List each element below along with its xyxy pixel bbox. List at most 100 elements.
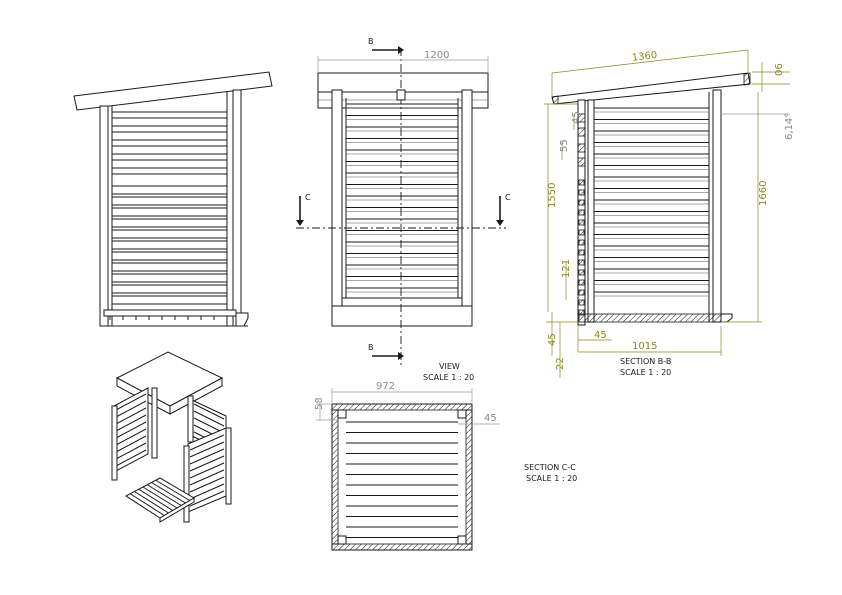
hatch-block — [578, 249, 585, 256]
dim-roof-length: 1360 — [551, 49, 749, 96]
panel-post — [187, 395, 194, 443]
hatch-block — [578, 199, 585, 206]
slat — [111, 273, 228, 283]
slat — [111, 240, 228, 250]
hatch-block — [578, 219, 585, 226]
bb-wall-hatch-marks — [577, 113, 586, 316]
panel-slat — [115, 442, 147, 460]
panel-slat — [115, 414, 147, 432]
svg-text:1200: 1200 — [424, 50, 449, 61]
view-scale: SCALE 1 : 20 — [423, 373, 474, 382]
svg-text:45: 45 — [484, 413, 497, 424]
panel-slat — [193, 403, 225, 420]
hatch-block — [578, 239, 585, 246]
side-view-elevation — [73, 71, 273, 327]
dim-foot-22: 22 — [555, 322, 566, 378]
slat — [111, 125, 228, 133]
dim-roof-thickness: 06 — [752, 62, 790, 92]
hatch-block — [577, 113, 586, 123]
iso-left-wall-panel — [111, 387, 158, 481]
section-bb-label: SECTION B-B — [620, 357, 671, 366]
hatch-block — [578, 289, 585, 296]
slat — [111, 295, 228, 305]
panel-post — [151, 387, 158, 459]
section-cc-scale: SCALE 1 : 20 — [526, 474, 577, 483]
section-bb-drawing — [551, 72, 751, 326]
hatch-block — [578, 179, 585, 186]
panel-slat — [193, 410, 225, 427]
panel-slat — [189, 434, 225, 451]
cut-marker-b-top: B — [368, 37, 404, 54]
panel-slat — [189, 483, 225, 500]
cut-marker-c-left: C — [296, 193, 311, 226]
svg-text:58: 58 — [314, 397, 325, 410]
svg-text:45: 45 — [547, 333, 558, 346]
section-bb-scale: SCALE 1 : 20 — [620, 368, 671, 377]
front-slats — [346, 103, 458, 293]
svg-text:45: 45 — [594, 330, 607, 341]
hatch-block — [577, 157, 586, 167]
section-cc-label: SECTION C-C — [524, 463, 576, 472]
dim-depth-1015: 1015 — [578, 326, 722, 356]
hatch-block — [578, 189, 585, 196]
svg-text:972: 972 — [376, 381, 395, 392]
hatch-block — [578, 279, 585, 286]
panel-post — [111, 405, 118, 481]
floor-board — [146, 484, 182, 506]
cut-marker-c-right: C — [496, 193, 511, 226]
hatch-block — [578, 229, 585, 236]
slat — [111, 262, 228, 272]
slat — [111, 229, 228, 239]
hatch-block — [578, 259, 585, 266]
panel-post — [225, 427, 232, 505]
panel-slat — [115, 393, 147, 411]
slat — [111, 167, 228, 175]
slat — [111, 284, 228, 294]
panel-slat — [115, 407, 147, 425]
side-lower-slats — [111, 185, 228, 305]
side-floor-ticks — [109, 316, 228, 320]
hatch-block — [578, 209, 585, 216]
svg-text:1550: 1550 — [547, 183, 558, 208]
dim-height-total: 1660 — [721, 92, 769, 323]
floor-board — [129, 493, 165, 516]
iso-floor-panel — [125, 477, 195, 523]
panel-slat — [189, 476, 225, 493]
panel-post — [183, 445, 190, 523]
panel-slat — [115, 435, 147, 453]
hatch-block — [578, 269, 585, 276]
slat — [111, 139, 228, 147]
svg-text:C: C — [305, 193, 311, 202]
panel-slat — [189, 462, 225, 479]
dim-plan-width: 972 — [331, 381, 473, 404]
side-upper-slats — [111, 111, 228, 175]
svg-text:C: C — [505, 193, 511, 202]
hatch-block — [578, 299, 585, 306]
hatch-block — [577, 143, 586, 153]
svg-text:45: 45 — [571, 111, 582, 124]
dim-roof-angle: 6,14° — [721, 113, 795, 140]
svg-text:121: 121 — [561, 259, 572, 278]
section-bb-slats — [594, 107, 709, 297]
slat — [111, 196, 228, 206]
slat — [111, 251, 228, 261]
isometric-exploded-view — [111, 351, 232, 523]
svg-text:1360: 1360 — [631, 50, 658, 64]
svg-text:22: 22 — [555, 357, 566, 370]
section-cc-plan — [331, 403, 473, 551]
panel-slat — [115, 449, 147, 467]
panel-slat — [115, 428, 147, 446]
slat — [111, 185, 228, 195]
svg-text:55: 55 — [559, 139, 570, 152]
hatch-block — [577, 127, 586, 137]
section-cc-boards — [346, 421, 458, 538]
floor-board — [134, 491, 169, 514]
dim-plan-58: 58 — [314, 397, 338, 421]
panel-slat — [189, 448, 225, 465]
floor-board — [151, 482, 186, 504]
panel-slat — [189, 469, 225, 486]
dim-board-45: 45 — [571, 111, 582, 130]
panel-slat — [189, 490, 225, 507]
dim-height-wall: 1550 — [544, 103, 578, 312]
